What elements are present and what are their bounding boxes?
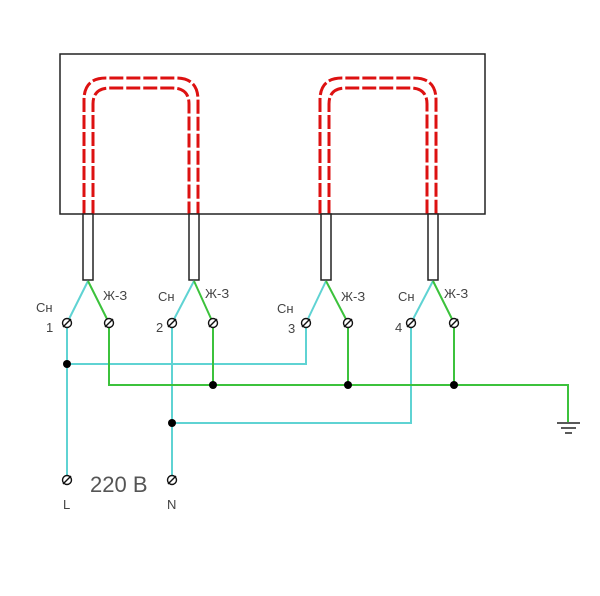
terminals <box>61 317 460 486</box>
terminal-icon <box>61 317 73 329</box>
line-terminal-label: L <box>63 497 70 512</box>
junction-dot-icon <box>344 381 352 389</box>
blue-label-1: Сн <box>36 300 53 315</box>
blue-label-4: Сн <box>398 289 415 304</box>
terminal-icon <box>61 474 73 486</box>
heater-enclosure <box>59 53 486 215</box>
heater-element-right <box>318 76 438 214</box>
junction-dots <box>63 360 458 427</box>
ground-wires <box>87 280 569 422</box>
terminal-icon <box>448 317 460 329</box>
terminal-icon <box>207 317 219 329</box>
terminal-number-4: 4 <box>395 320 402 335</box>
blue-label-3: Сн <box>277 301 294 316</box>
lead-tubes <box>82 213 439 281</box>
lead-tube-1 <box>82 213 94 281</box>
phase-wires <box>66 280 434 480</box>
terminal-icon <box>166 317 178 329</box>
terminal-icon <box>405 317 417 329</box>
lead-tube-4 <box>427 213 439 281</box>
green-label-2: Ж-З <box>205 286 229 301</box>
neutral-terminal-label: N <box>167 497 176 512</box>
lead-tube-3 <box>320 213 332 281</box>
blue-label-2: Сн <box>158 289 175 304</box>
terminal-number-1: 1 <box>46 320 53 335</box>
ground-icon <box>557 422 580 434</box>
junction-dot-icon <box>209 381 217 389</box>
terminal-icon <box>103 317 115 329</box>
terminal-icon <box>342 317 354 329</box>
junction-dot-icon <box>63 360 71 368</box>
terminal-icon <box>166 474 178 486</box>
terminal-number-2: 2 <box>156 320 163 335</box>
supply-voltage-label: 220 В <box>90 472 148 497</box>
green-label-4: Ж-З <box>444 286 468 301</box>
terminal-icon <box>300 317 312 329</box>
green-label-1: Ж-З <box>103 288 127 303</box>
terminal-number-3: 3 <box>288 321 295 336</box>
green-label-3: Ж-З <box>341 289 365 304</box>
lead-tube-2 <box>188 213 200 281</box>
junction-dot-icon <box>168 419 176 427</box>
junction-dot-icon <box>450 381 458 389</box>
heater-element-left <box>82 76 200 214</box>
terminal-labels: Сн 1 Ж-З Сн 2 Ж-З Сн 3 Ж-З Сн 4 Ж-З L N … <box>36 286 468 512</box>
